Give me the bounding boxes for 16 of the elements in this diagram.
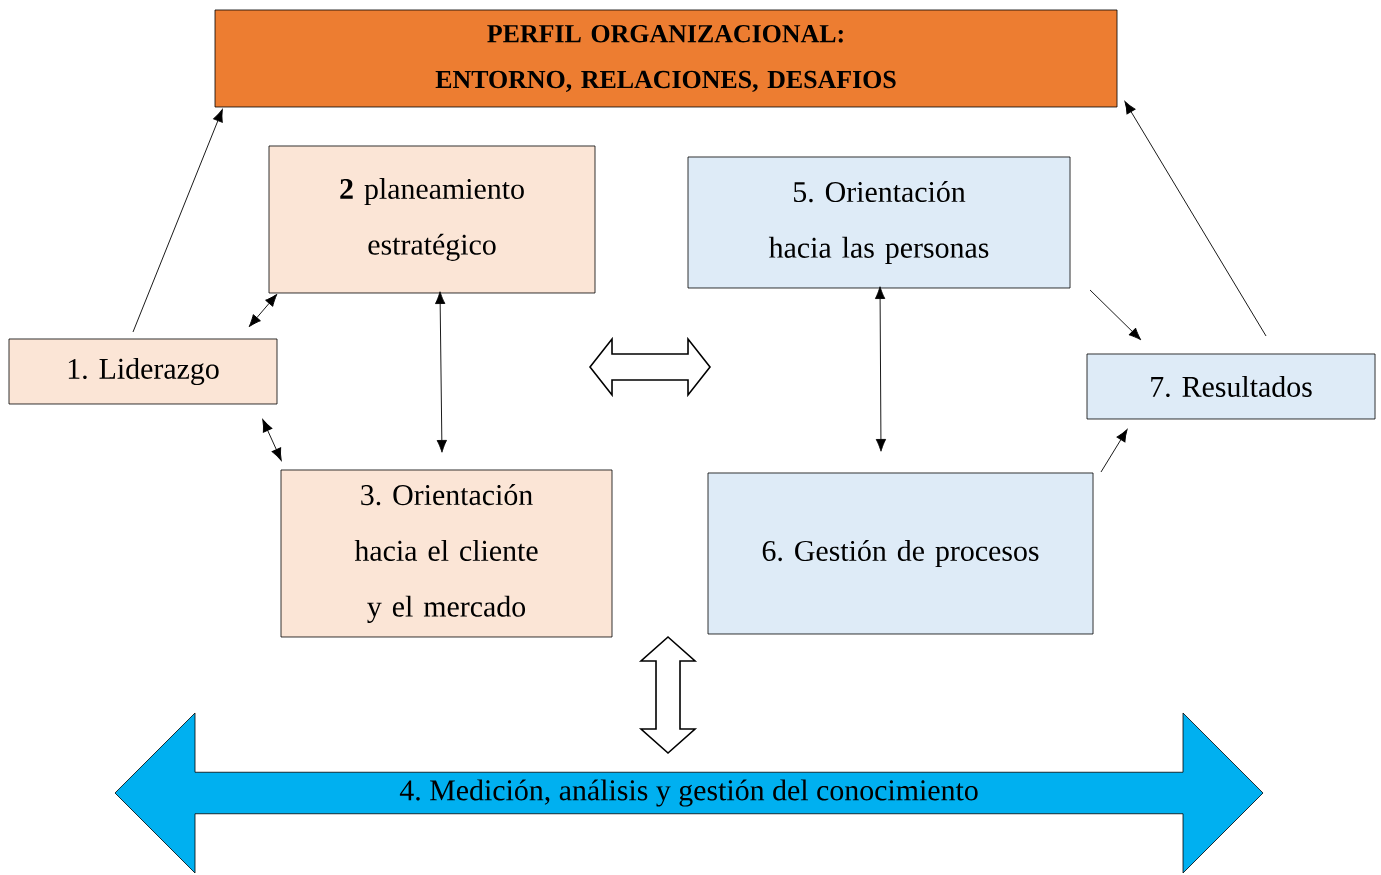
process-box: 1. Liderazgo bbox=[8, 338, 278, 405]
process-box: 3. Orientación hacia el cliente y el mercado bbox=[280, 469, 613, 638]
process-box: 2 planeamiento estratégico bbox=[268, 145, 596, 294]
arrow bbox=[262, 419, 282, 461]
arrow bbox=[248, 293, 278, 328]
arrow bbox=[132, 109, 223, 333]
double-arrow-band: 4. Medición, análisis y gestión del conocimiento bbox=[114, 712, 1264, 874]
title-box: PERFIL ORGANIZACIONAL: ENTORNO, RELACIONES, DESAFIOS bbox=[214, 9, 1118, 108]
process-box: 7. Resultados bbox=[1086, 353, 1376, 420]
arrow bbox=[1124, 101, 1267, 337]
arrow bbox=[874, 286, 887, 452]
arrow bbox=[435, 291, 447, 453]
arrow bbox=[1089, 289, 1142, 341]
arrow bbox=[1100, 429, 1128, 473]
process-box: 6. Gestión de procesos bbox=[707, 472, 1094, 635]
process-box: 5. Orientación hacia las personas bbox=[687, 156, 1071, 289]
